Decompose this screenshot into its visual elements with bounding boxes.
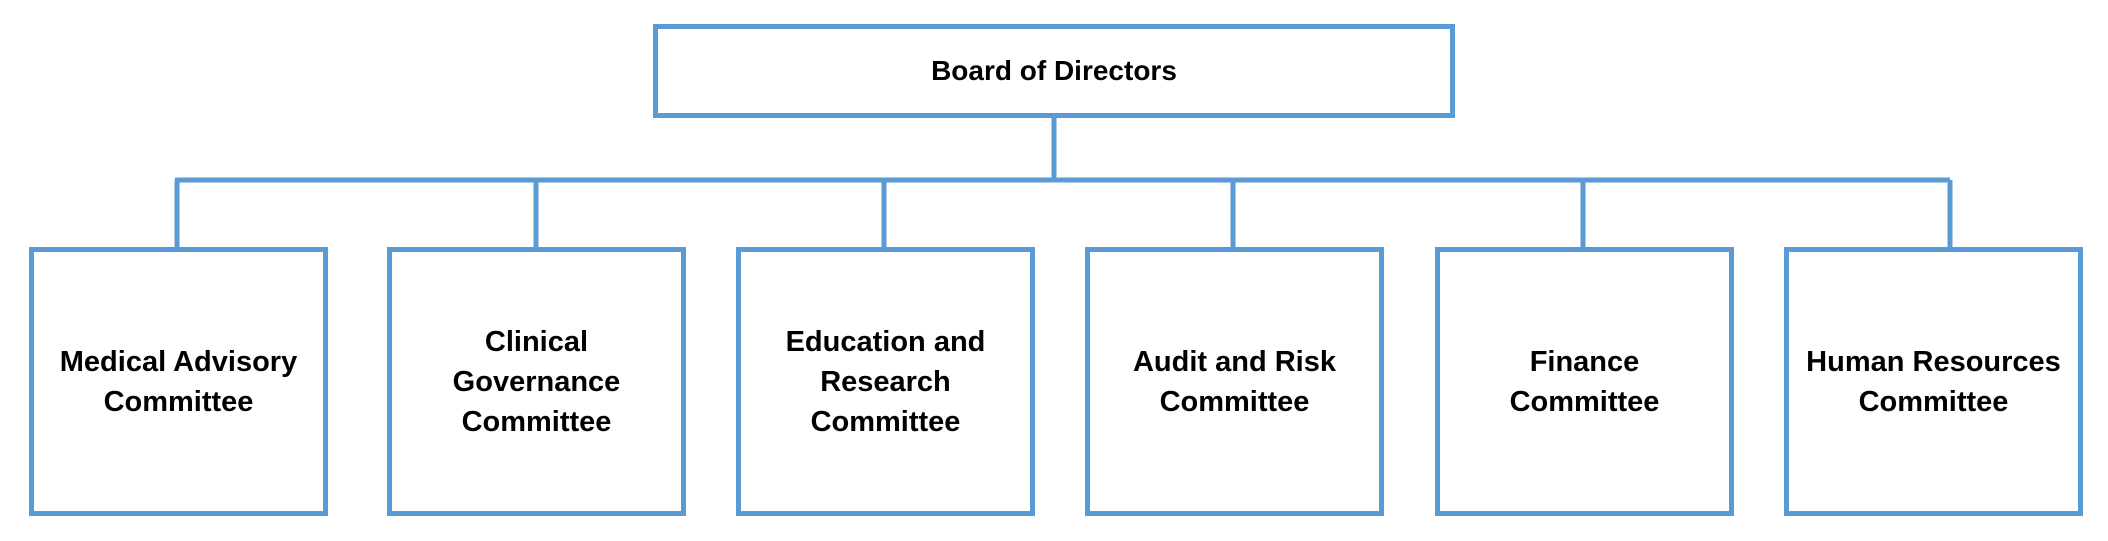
board-of-directors-node: Board of Directors xyxy=(653,24,1455,118)
node-label: Board of Directors xyxy=(931,55,1177,86)
